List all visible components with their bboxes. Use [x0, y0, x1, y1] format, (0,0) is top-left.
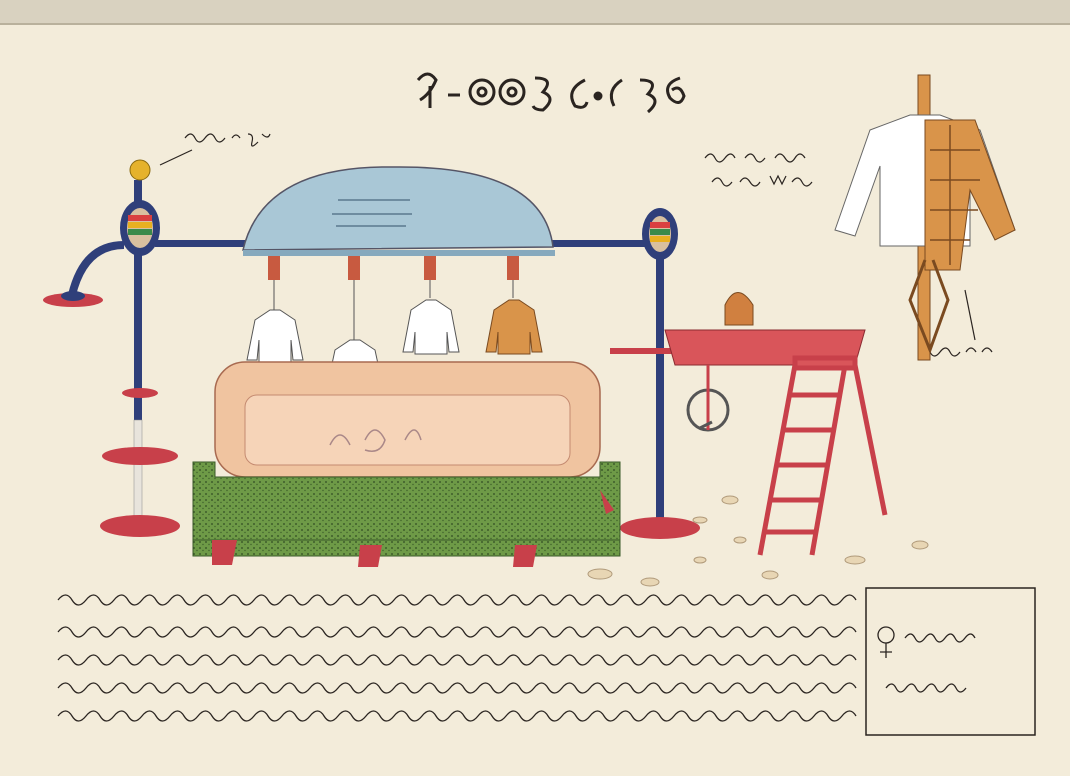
shirt-3: [402, 256, 460, 355]
annotation-label-left: [159, 133, 271, 166]
cushion-glyphs: [329, 429, 422, 452]
shirt-4-lattice: [485, 256, 543, 355]
page-title-glyphs: [416, 72, 686, 114]
ladder: [757, 355, 888, 556]
pebbles: [587, 495, 929, 587]
annotation-label-right-top: [704, 153, 813, 187]
frame-bar-right: [545, 240, 655, 247]
shirt-mannequin: [834, 74, 1016, 361]
caption-box: [865, 587, 1036, 736]
page-top-edge: [0, 0, 1070, 24]
shirt-1: [246, 256, 304, 363]
script-text-block: [57, 594, 857, 722]
dome-canopy: [242, 166, 554, 251]
dome-inscription: [332, 199, 412, 227]
left-lamp-post: [43, 159, 180, 537]
right-lamp-post: [620, 208, 700, 539]
base-feet: [212, 490, 614, 567]
frame-bar-left: [155, 240, 255, 247]
